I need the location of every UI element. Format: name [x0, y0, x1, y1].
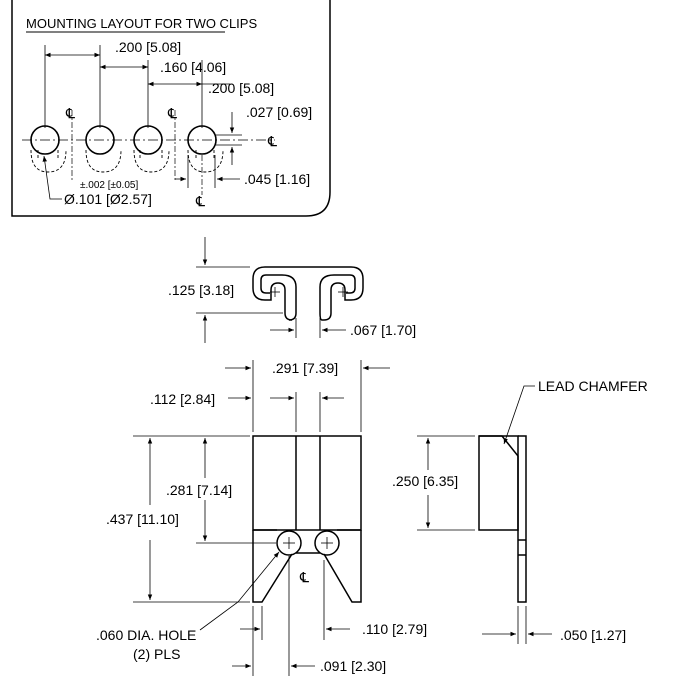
mounting-layout-border	[11, 0, 331, 217]
chamfer-leader	[503, 385, 535, 445]
mounting-hole-4	[187, 125, 217, 155]
hole-callout-leader	[199, 551, 280, 631]
top-height-lines	[196, 237, 283, 343]
front-height-lines	[133, 435, 276, 603]
front-holes	[276, 530, 340, 556]
side-height-lines	[417, 435, 475, 531]
front-hole-right	[314, 530, 340, 556]
pitch-2-dimension: .200 [5.08]	[208, 80, 274, 96]
top-view-crosshairs	[270, 287, 348, 297]
centerline-symbol-4: ℄	[195, 193, 205, 209]
hole-centerlines	[71, 110, 203, 195]
clip-top-profile-right	[252, 266, 364, 321]
top-gap-lines	[270, 318, 346, 338]
side-height-dimension: .250 [6.35]	[392, 473, 458, 489]
mounting-layout-title: MOUNTING LAYOUT FOR TWO CLIPS	[26, 16, 257, 31]
front-leg-dimension: .110 [2.79]	[362, 621, 427, 637]
front-hole-spacing-lines	[232, 556, 315, 676]
front-centerline-symbol: ℄	[299, 569, 309, 585]
pitch-1-dimension: .200 [5.08]	[115, 39, 181, 55]
front-slot-dimension: .112 [2.84]	[150, 391, 215, 407]
side-thickness-dimension: .050 [1.27]	[560, 627, 626, 643]
mounting-holes	[30, 125, 224, 173]
clip-top-profile-left	[260, 274, 297, 321]
mounting-dimension-arrows	[45, 52, 202, 87]
hole-diameter-leader	[42, 155, 62, 200]
side-chamfer-label: LEAD CHAMFER	[538, 378, 648, 394]
offset-045-lines	[175, 155, 240, 188]
hole-diameter-text: Ø.101 [Ø2.57]	[64, 191, 152, 207]
front-width-dimension: .291 [7.39]	[272, 360, 338, 376]
front-width-lines	[225, 360, 390, 432]
front-hole-left	[276, 530, 302, 556]
centerline-symbol-2: ℄	[167, 105, 177, 121]
clip-front-body	[252, 435, 362, 603]
side-view: LEAD CHAMFER .250 [6.35] .050 [1.27]	[392, 378, 648, 644]
spacing-dimension: .160 [4.06]	[160, 59, 226, 75]
offset-027-dimension: .027 [0.69]	[246, 104, 312, 120]
top-view: .125 [3.18] .067 [1.70]	[168, 237, 416, 343]
hole-tolerance-text: ±.002 [±0.05]	[80, 180, 138, 191]
front-overall-height-dimension: .437 [11.10]	[106, 511, 179, 527]
extension-lines	[44, 45, 230, 128]
offset-045-dimension: .045 [1.16]	[244, 171, 310, 187]
front-slot-lines	[228, 392, 344, 432]
mounting-layout-panel: MOUNTING LAYOUT FOR TWO CLIPS .200 [5.08…	[11, 0, 331, 217]
side-thickness-lines	[482, 606, 552, 644]
front-hole-count: (2) PLS	[133, 646, 180, 662]
front-view: ℄ .291 [7.39] .112 [2.84] .2	[96, 360, 427, 676]
centerline-symbol-3: ℄	[267, 133, 277, 149]
front-body-height-dimension: .281 [7.14]	[166, 482, 232, 498]
front-hole-label: .060 DIA. HOLE	[96, 627, 196, 643]
offset-027-lines	[216, 112, 242, 165]
mounting-hole-3	[133, 125, 163, 155]
top-gap-dimension: .067 [1.70]	[350, 322, 416, 338]
centerline-symbol-1: ℄	[65, 105, 75, 121]
clip-side-profile	[478, 435, 527, 603]
front-leg-lines	[240, 560, 350, 640]
mounting-hole-2	[85, 125, 115, 155]
front-hole-spacing-dimension: .091 [2.30]	[320, 658, 386, 674]
top-height-dimension: .125 [3.18]	[168, 282, 234, 298]
mounting-hole-1	[30, 125, 60, 155]
